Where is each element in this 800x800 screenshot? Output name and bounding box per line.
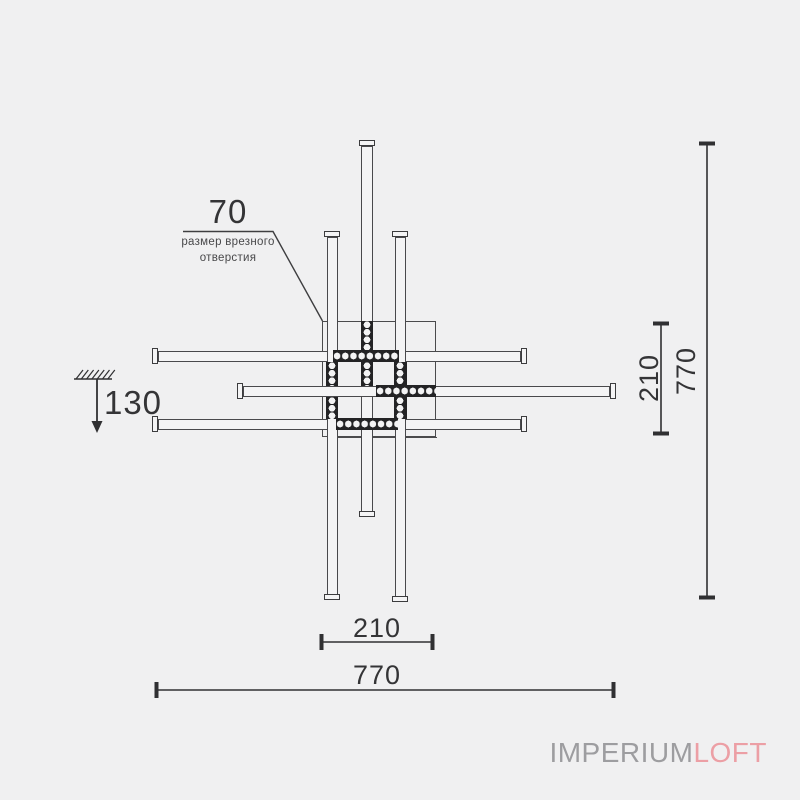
tube-vertical-middle-cap-top (359, 140, 375, 146)
led-strip-top-row (333, 350, 399, 362)
brand-logo-imperium: IMPERIUM (549, 737, 694, 768)
dim-bottom-770 (154, 682, 616, 698)
led-strip-right-lower (394, 397, 407, 419)
tube-horizontal-top-cap-right (521, 348, 527, 364)
hole-dimension-value: 70 (208, 193, 248, 230)
tube-vertical-middle-cap-bottom (359, 511, 375, 517)
led-strip-left-lower (326, 397, 338, 419)
led-strip-middle-top (361, 321, 373, 351)
led-strip-middle-row (376, 385, 436, 397)
tube-horizontal-top-cap-left (152, 348, 158, 364)
dim-right-210 (653, 321, 669, 436)
led-strip-middle-upper (361, 362, 373, 386)
canopy-plate-lip (338, 437, 437, 438)
hole-leader-line (183, 230, 324, 322)
tube-horizontal-middle-cap-right (610, 383, 616, 399)
tube-vertical-left-cap-bottom (324, 594, 340, 600)
hole-caption-line1: размер врезного (181, 236, 275, 248)
overall-dimension-horizontal: 770 (352, 659, 402, 690)
ceiling-hatch-marks (75, 369, 116, 380)
canopy-plate (322, 321, 436, 437)
plate-dimension-vertical: 210 (633, 353, 664, 403)
hole-caption-line2: отверстия (199, 251, 257, 264)
tube-horizontal-bottom-cap-left (152, 416, 158, 432)
ceiling-symbol (74, 369, 116, 433)
hole-dimension-caption: размер врезного отверстия (146, 235, 310, 266)
tube-vertical-right-cap-top (392, 231, 408, 237)
led-strip-right-upper (394, 362, 407, 386)
dim-bottom-210 (319, 634, 435, 650)
led-strip-bottom-row (336, 418, 398, 430)
tube-vertical-left-cap-top (324, 231, 340, 237)
tube-vertical-right-cap-bottom (392, 596, 408, 602)
tube-horizontal-bottom-cap-right (521, 416, 527, 432)
brand-logo-loft: LOFT (693, 737, 767, 768)
brand-logo: IMPERIUMLOFT (549, 737, 767, 769)
plate-dimension-horizontal: 210 (352, 612, 402, 643)
tube-horizontal-middle-cap-left (237, 383, 243, 399)
led-strip-left-upper (326, 362, 338, 386)
drop-dimension-value: 130 (103, 384, 163, 421)
overall-dimension-vertical: 770 (670, 346, 701, 396)
dim-right-770 (699, 141, 715, 600)
drop-arrow (91, 379, 103, 433)
